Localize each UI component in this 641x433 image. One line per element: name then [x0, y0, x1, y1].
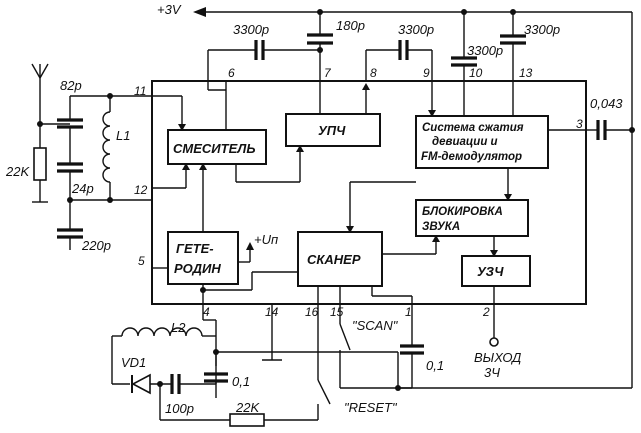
block-oscillator — [167, 231, 239, 285]
pin-6: 6 — [228, 66, 235, 80]
pin-7: 7 — [324, 66, 332, 80]
output-label-line1: ВЫХОД — [474, 350, 521, 365]
pin-4: 4 — [203, 305, 210, 319]
label-c-top-4: 3300p — [467, 43, 503, 58]
oscillator-tank — [111, 268, 398, 427]
block-mixer-label: СМЕСИТЕЛЬ — [173, 141, 256, 156]
inductor-l1 — [102, 93, 113, 203]
block-if-amp — [285, 113, 381, 147]
label-vd1: VD1 — [121, 355, 146, 370]
pin-1: 1 — [405, 305, 412, 319]
pin-15: 15 — [330, 305, 344, 319]
supply-label: +3V — [157, 2, 182, 17]
pin-16: 16 — [305, 305, 319, 319]
pin-11: 11 — [134, 84, 146, 98]
label-r-bot: 22K — [235, 400, 260, 415]
block-osc-line1: ГЕТЕ- — [176, 241, 214, 256]
internal-wiring — [152, 81, 586, 304]
cap-top-5 — [500, 12, 526, 81]
label-c-ant-1: 82p — [60, 78, 82, 93]
block-scanner-label: СКАНЕР — [307, 252, 361, 267]
cap-ant-220p — [57, 228, 83, 250]
switch-scan-label: "SCAN" — [352, 318, 399, 333]
block-fm-line3: FM-демодулятор — [421, 151, 522, 163]
block-mixer — [167, 129, 267, 165]
pin-12: 12 — [134, 183, 148, 197]
antenna — [31, 63, 70, 125]
label-c-osc-1: 100p — [165, 401, 194, 416]
block-fm-line1: Система сжатия — [422, 122, 524, 134]
block-mute-line1: БЛОКИРОВКА — [422, 206, 503, 218]
label-c-top-5: 3300p — [524, 22, 560, 37]
pin-5: 5 — [138, 254, 145, 268]
label-c-mid: 0,1 — [426, 358, 444, 373]
label-c-top-3: 3300p — [398, 22, 434, 37]
switch-reset[interactable] — [317, 304, 331, 420]
label-c-ant-2: 24p — [71, 181, 94, 196]
switch-reset-label: "RESET" — [344, 400, 398, 415]
pin-10: 10 — [469, 66, 483, 80]
block-fm-demod — [415, 115, 549, 169]
pin-9: 9 — [423, 66, 430, 80]
block-fm-line2: девиации и — [432, 136, 498, 148]
block-if-amp-label: УПЧ — [318, 123, 346, 138]
ic-body — [151, 80, 587, 305]
label-c-top-1: 3300p — [233, 22, 269, 37]
pin-2: 2 — [482, 305, 490, 319]
supply-rail — [193, 7, 635, 389]
block-osc-line2: РОДИН — [174, 261, 221, 276]
label-c-top-2: 180p — [336, 18, 365, 33]
audio-output — [489, 304, 499, 347]
switch-scan[interactable] — [339, 304, 351, 388]
cap-ant-82p — [57, 95, 152, 164]
cap-out — [586, 120, 632, 140]
vcc-label: +Uп — [254, 232, 278, 247]
cap-top-3 — [365, 40, 433, 81]
label-r-ant: 22K — [5, 164, 30, 179]
block-af-amp — [461, 255, 531, 287]
label-c-out: 0,043 — [590, 96, 623, 111]
pin-8: 8 — [370, 66, 377, 80]
block-mute-line2: ЗВУКА — [422, 221, 460, 233]
block-mute — [415, 199, 529, 237]
label-c-osc-2: 0,1 — [232, 374, 250, 389]
label-l1: L1 — [116, 128, 130, 143]
pin-3: 3 — [576, 117, 583, 131]
block-scanner — [297, 231, 383, 287]
label-l2: L2 — [171, 320, 186, 335]
cap-mid — [340, 304, 424, 391]
block-af-amp-label: УЗЧ — [477, 264, 504, 279]
label-c-ant-3: 220p — [81, 238, 111, 253]
cap-top-4 — [451, 12, 477, 81]
cap-top-2 — [307, 12, 333, 81]
output-label-line2: 3Ч — [484, 365, 500, 380]
resistor-ant — [32, 121, 48, 203]
cap-top-1 — [207, 40, 320, 91]
pin-13: 13 — [519, 66, 533, 80]
cap-ant-24p — [57, 162, 152, 230]
